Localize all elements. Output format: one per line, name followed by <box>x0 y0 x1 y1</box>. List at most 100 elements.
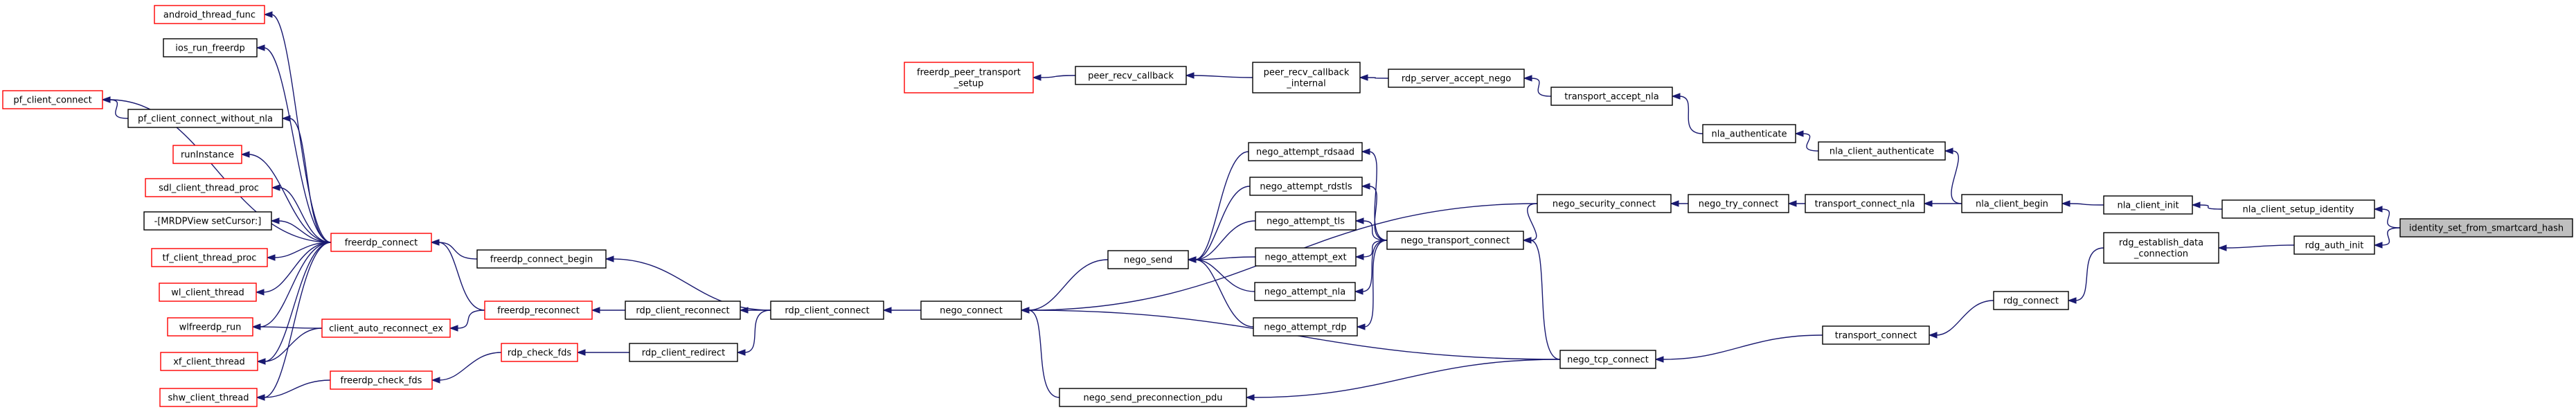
node-nego_transport_connect[interactable]: nego_transport_connect <box>1386 231 1524 250</box>
edge-nego_transport_connect-to-nego_attempt_nla <box>1361 240 1388 292</box>
edge-nego_transport_connect-to-nego_attempt_rdsaad <box>1368 151 1388 241</box>
node-box-freerdp_connect_begin <box>476 249 607 269</box>
node-freerdp_peer_transport_setup[interactable]: freerdp_peer_transport_setup <box>904 62 1034 93</box>
node-peer_recv_callback_internal[interactable]: peer_recv_callback_internal <box>1252 62 1361 93</box>
node-transport_connect[interactable]: transport_connect <box>1822 325 1930 345</box>
arrowhead-rdp_check_fds-to-freerdp_check_fds <box>431 377 440 384</box>
node-mrdpview_setcursor[interactable]: -[MRDPView setCursor:] <box>143 211 272 231</box>
node-nla_client_begin[interactable]: nla_client_begin <box>1961 194 2063 213</box>
node-label-nego_connect-0: nego_connect <box>940 306 1003 316</box>
node-box-nego_tcp_connect <box>1559 350 1656 369</box>
node-rdp_check_fds[interactable]: rdp_check_fds <box>501 343 578 362</box>
edge-freerdp_connect_begin-to-freerdp_connect <box>438 242 478 260</box>
node-rdp_client_connect[interactable]: rdp_client_connect <box>770 301 884 320</box>
node-sdl_client_thread_proc[interactable]: sdl_client_thread_proc <box>145 178 273 197</box>
node-shw_client_thread[interactable]: shw_client_thread <box>159 388 258 407</box>
node-nego_attempt_ext[interactable]: nego_attempt_ext <box>1255 247 1357 267</box>
node-label-transport_connect_nla-0: transport_connect_nla <box>1815 199 1915 210</box>
node-wlfreerdp_run[interactable]: wlfreerdp_run <box>167 317 253 337</box>
node-box-nego_attempt_ext <box>1255 247 1357 267</box>
node-nla_client_init[interactable]: nla_client_init <box>2103 195 2193 215</box>
node-rdg_auth_init[interactable]: rdg_auth_init <box>2293 235 2375 255</box>
node-peer_recv_callback[interactable]: peer_recv_callback <box>1075 66 1187 85</box>
node-rdp_client_redirect[interactable]: rdp_client_redirect <box>629 343 738 362</box>
node-nego_security_connect[interactable]: nego_security_connect <box>1537 194 1672 213</box>
arrowhead-freerdp_connect-to-pf_client_connect_without_nla <box>281 115 291 122</box>
edge-freerdp_connect-to-pf_client_connect <box>109 99 332 243</box>
node-label-nego_attempt_rdp-0: nego_attempt_rdp <box>1264 323 1346 333</box>
node-tf_client_thread_proc[interactable]: tf_client_thread_proc <box>151 248 268 267</box>
node-nego_attempt_tls[interactable]: nego_attempt_tls <box>1255 211 1357 231</box>
nodes-layer: android_thread_func ios_run_freerdp pf_cli… <box>2 5 2573 407</box>
edge-nla_client_setup_identity-to-nla_client_init <box>2199 204 2223 210</box>
arrowhead-client_auto_reconnect_ex-to-xf_client_thread <box>256 358 266 365</box>
node-box-identity_set_from_smartcard_hash <box>2399 218 2573 238</box>
node-identity_set_from_smartcard_hash[interactable]: identity_set_from_smartcard_hash <box>2399 218 2573 238</box>
node-label-nla_client_init-0: nla_client_init <box>2117 201 2179 211</box>
node-nego_attempt_rdp[interactable]: nego_attempt_rdp <box>1253 317 1358 337</box>
node-transport_accept_nla[interactable]: transport_accept_nla <box>1550 87 1673 106</box>
node-label-nego_send-0: nego_send <box>1124 256 1172 266</box>
node-freerdp_reconnect[interactable]: freerdp_reconnect <box>484 301 593 320</box>
edge-identity_set_from_smartcard_hash-to-rdg_auth_init <box>2381 227 2401 246</box>
arrowhead-rdp_server_accept_nego-to-peer_recv_callback_internal <box>1359 74 1368 81</box>
node-ios_run_freerdp[interactable]: ios_run_freerdp <box>163 38 258 57</box>
node-box-nego_attempt_nla <box>1254 282 1356 301</box>
arrowhead-nego_connect-to-rdp_client_connect <box>882 307 892 314</box>
node-nego_try_connect[interactable]: nego_try_connect <box>1688 194 1789 213</box>
edge-rdp_client_connect-to-rdp_client_redirect <box>744 310 771 353</box>
node-nego_attempt_rdsaad[interactable]: nego_attempt_rdsaad <box>1248 142 1363 161</box>
node-label-tf_client_thread_proc-0: tf_client_thread_proc <box>163 253 257 264</box>
node-nla_client_authenticate[interactable]: nla_client_authenticate <box>1818 141 1946 161</box>
node-rdp_client_reconnect[interactable]: rdp_client_reconnect <box>625 301 741 320</box>
node-box-rdp_client_connect <box>770 301 884 320</box>
node-freerdp_connect_begin[interactable]: freerdp_connect_begin <box>476 249 607 269</box>
arrowhead-rdp_client_connect-to-freerdp_connect_begin <box>605 256 614 262</box>
node-rdg_establish_data_connection[interactable]: rdg_establish_data_connection <box>2103 232 2219 264</box>
node-freerdp_check_fds[interactable]: freerdp_check_fds <box>330 370 433 390</box>
edge-freerdp_reconnect-to-client_auto_reconnect_ex <box>456 310 485 329</box>
edge-freerdp_connect-to-android_thread_func <box>271 14 332 243</box>
edge-nego_send-to-nego_connect <box>1028 259 1109 311</box>
node-rdp_server_accept_nego[interactable]: rdp_server_accept_nego <box>1388 69 1525 88</box>
node-nego_tcp_connect[interactable]: nego_tcp_connect <box>1559 350 1656 369</box>
node-label-freerdp_connect_begin-0: freerdp_connect_begin <box>490 255 593 265</box>
node-box-ios_run_freerdp <box>163 38 258 57</box>
arrowhead-transport_connect_nla-to-nego_try_connect <box>1787 200 1797 207</box>
node-nla_authenticate[interactable]: nla_authenticate <box>1702 124 1796 143</box>
node-wl_client_thread[interactable]: wl_client_thread <box>159 283 257 302</box>
arrowhead-nego_transport_connect-to-nego_attempt_tls <box>1354 217 1364 224</box>
node-box-nego_attempt_rdsaad <box>1248 142 1363 161</box>
node-box-client_auto_reconnect_ex <box>321 319 451 338</box>
arrowhead-peer_recv_callback-to-freerdp_peer_transport_setup <box>1032 74 1041 81</box>
node-android_thread_func[interactable]: android_thread_func <box>154 5 265 24</box>
node-label-freerdp_reconnect-0: freerdp_reconnect <box>497 306 580 316</box>
arrowhead-nego_tcp_connect-to-nego_connect <box>1020 307 1030 314</box>
edge-freerdp_reconnect-to-freerdp_connect <box>438 242 485 311</box>
node-box-pf_client_connect_without_nla <box>127 109 283 128</box>
node-pf_client_connect_without_nla[interactable]: pf_client_connect_without_nla <box>127 109 283 128</box>
node-nego_connect[interactable]: nego_connect <box>920 301 1022 320</box>
arrowhead-freerdp_reconnect-to-freerdp_connect <box>430 239 440 246</box>
node-nego_send_preconnection_pdu[interactable]: nego_send_preconnection_pdu <box>1059 388 1247 407</box>
node-box-nla_client_setup_identity <box>2221 199 2375 219</box>
edge-nego_attempt_nla-to-nego_send <box>1195 259 1255 292</box>
node-client_auto_reconnect_ex[interactable]: client_auto_reconnect_ex <box>321 319 451 338</box>
node-box-xf_client_thread <box>160 352 258 371</box>
node-nla_client_setup_identity[interactable]: nla_client_setup_identity <box>2221 199 2375 219</box>
node-nego_attempt_nla[interactable]: nego_attempt_nla <box>1254 282 1356 301</box>
node-transport_connect_nla[interactable]: transport_connect_nla <box>1805 194 1925 213</box>
node-label-sdl_client_thread_proc-0: sdl_client_thread_proc <box>159 183 259 194</box>
node-box-android_thread_func <box>154 5 265 24</box>
node-nego_attempt_rdstls[interactable]: nego_attempt_rdstls <box>1249 177 1363 196</box>
node-rdg_connect[interactable]: rdg_connect <box>1993 291 2069 310</box>
node-label-identity_set_from_smartcard_hash-0: identity_set_from_smartcard_hash <box>2409 224 2564 234</box>
node-nego_send[interactable]: nego_send <box>1107 250 1189 269</box>
edge-client_auto_reconnect_ex-to-wlfreerdp_run <box>259 326 323 329</box>
node-pf_client_connect[interactable]: pf_client_connect <box>2 90 103 109</box>
node-box-nego_try_connect <box>1688 194 1789 213</box>
node-freerdp_connect[interactable]: freerdp_connect <box>330 233 432 252</box>
node-xf_client_thread[interactable]: xf_client_thread <box>160 352 258 371</box>
arrowhead-nego_transport_connect-to-nego_attempt_nla <box>1354 288 1363 295</box>
node-runInstance[interactable]: runInstance <box>172 145 242 164</box>
